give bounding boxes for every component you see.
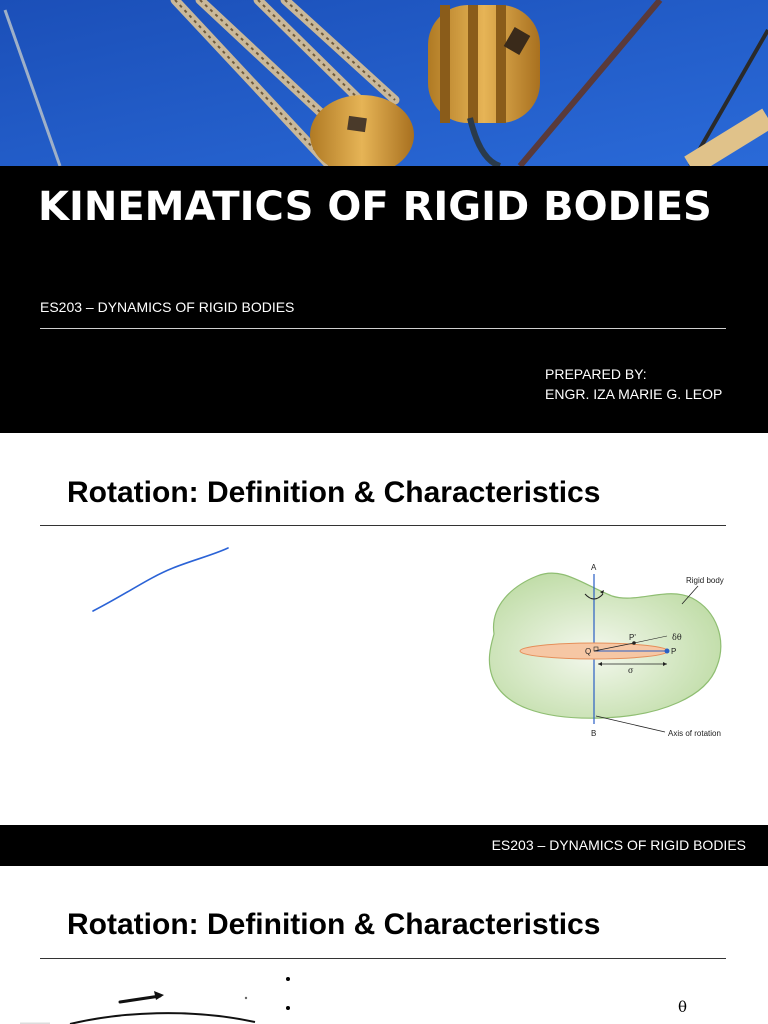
pulley-photo-image [0, 0, 768, 166]
slide-footer: ES203 – DYNAMICS OF RIGID BODIES [0, 825, 768, 866]
handwritten-ink-stroke [92, 547, 229, 612]
diagram-label-q: Q [585, 647, 591, 656]
bullet-dot [286, 1006, 290, 1010]
diagram-label-delta-theta: δθ [672, 633, 682, 642]
rigid-body-rotation-diagram: A B Rigid body Axis of rotation P' δθ Q … [482, 556, 732, 741]
diagram-label-b: B [591, 729, 596, 738]
theta-symbol: θ [678, 998, 688, 1016]
diagram-label-rigid-body: Rigid body [686, 576, 724, 585]
slide-title: Rotation: Definition & Characteristics [67, 476, 601, 509]
bullet-dot [286, 977, 290, 981]
title-divider [40, 328, 726, 329]
rotation-sketch [20, 991, 256, 1024]
slide-title-divider [40, 958, 726, 959]
diagram-label-p-prime: P' [629, 633, 636, 642]
title-band [0, 166, 768, 433]
course-subtitle: ES203 – DYNAMICS OF RIGID BODIES [40, 299, 295, 315]
diagram-label-axis: Axis of rotation [668, 729, 721, 738]
diagram-label-a: A [591, 563, 597, 572]
prepared-by-label: PREPARED BY: [545, 366, 647, 382]
pulley-photo [0, 0, 768, 166]
rotation-slide-2: Rotation: Definition & Characteristics θ [0, 866, 768, 1024]
author-name: ENGR. IZA MARIE G. LEOP [545, 386, 723, 402]
title-slide: KINEMATICS OF RIGID BODIES ES203 – DYNAM… [0, 0, 768, 433]
footer-course-label: ES203 – DYNAMICS OF RIGID BODIES [491, 837, 746, 853]
diagram-label-sigma: σ [628, 666, 634, 675]
slide-title-divider [40, 525, 726, 526]
prepared-by-block: PREPARED BY: ENGR. IZA MARIE G. LEOP [545, 364, 722, 404]
diagram-label-p: P [671, 647, 676, 656]
presentation-title: KINEMATICS OF RIGID BODIES [38, 184, 712, 230]
slide-title: Rotation: Definition & Characteristics [67, 908, 601, 941]
rotation-slide: Rotation: Definition & Characteristics [0, 433, 768, 866]
